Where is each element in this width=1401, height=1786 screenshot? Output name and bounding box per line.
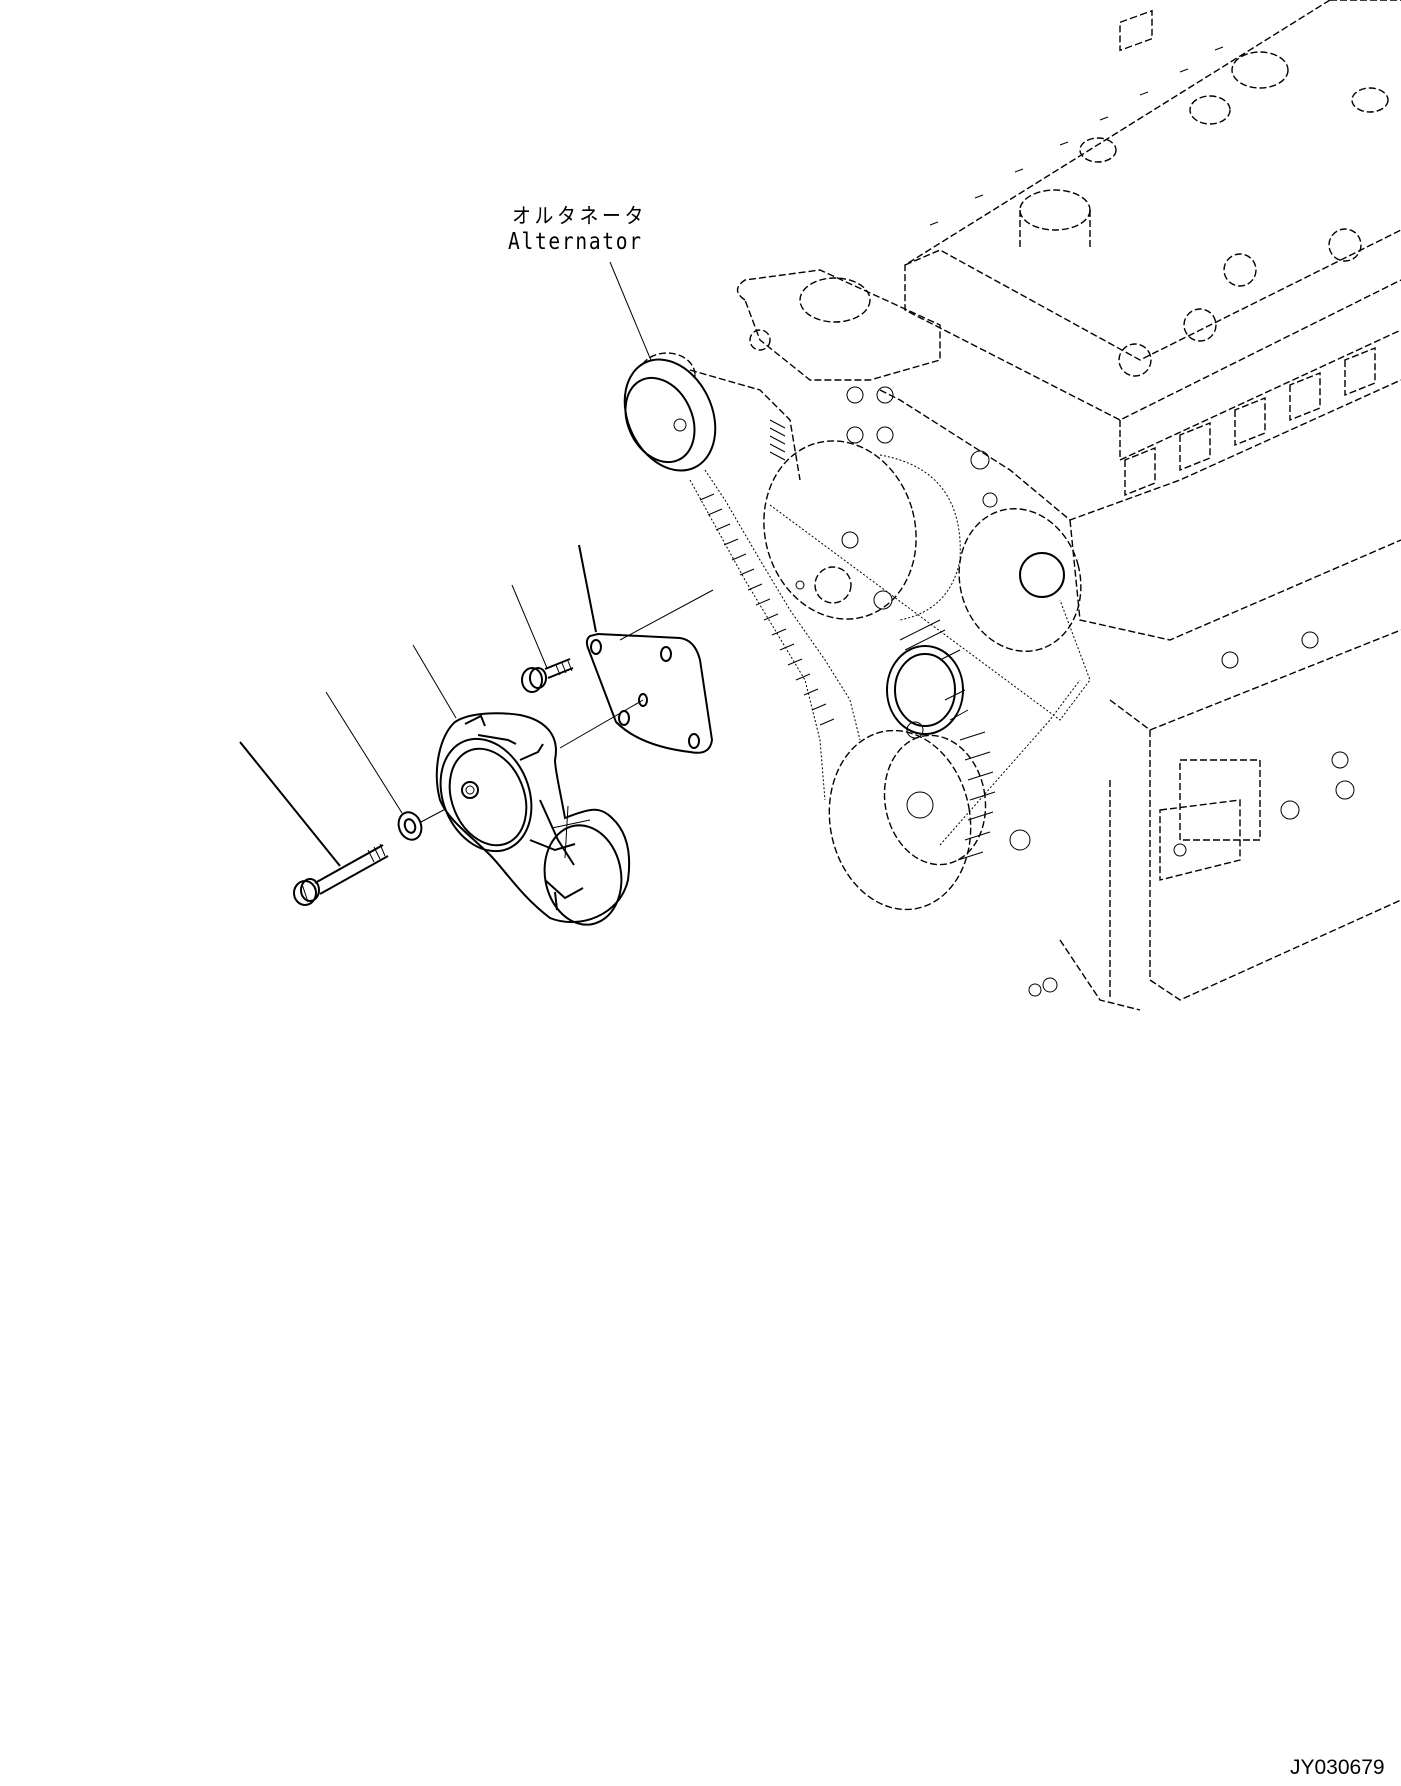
callout-label-english: Alternator xyxy=(508,229,643,255)
figure-code: JY030679 xyxy=(1290,1756,1385,1779)
long-bolt-part xyxy=(293,843,389,906)
callout-label-japanese: オルタネータ xyxy=(512,204,647,228)
leader-lines xyxy=(239,544,597,867)
engine-assembly xyxy=(623,0,1401,1011)
mounting-plate-part xyxy=(559,589,714,754)
short-bolt-part xyxy=(521,658,574,693)
belt-tensioner-part xyxy=(435,712,631,926)
